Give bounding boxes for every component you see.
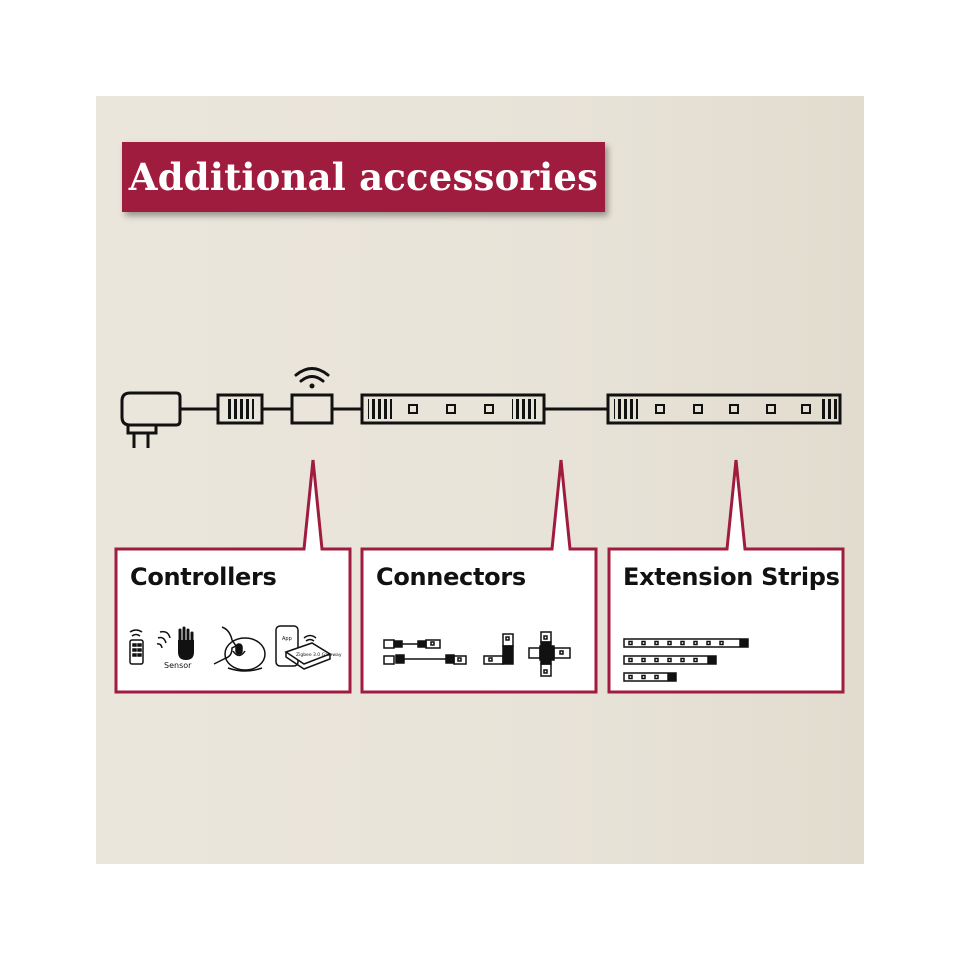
extension-strips-title: Extension Strips — [623, 563, 840, 591]
smartphone-icon: App — [275, 625, 299, 667]
card-connectors — [360, 459, 598, 694]
connectors-title: Connectors — [376, 563, 526, 591]
controller-box — [290, 393, 334, 425]
remote-icon — [129, 629, 144, 665]
card-controllers — [114, 459, 352, 694]
voice-icon — [213, 626, 266, 672]
wifi-icon — [294, 367, 330, 389]
page-title: Additional accessories — [122, 142, 605, 212]
controllers-title: Controllers — [130, 563, 277, 591]
sensor-label: Sensor — [164, 661, 192, 670]
connector-block — [216, 393, 264, 425]
connector-cable-icons — [383, 631, 571, 677]
extension-strips-icons — [623, 638, 749, 682]
hand-sensor-icon: Sensor — [156, 626, 194, 670]
card-extension-strips — [607, 459, 845, 694]
gateway-label: Zigbee 3.0 Gateway — [296, 652, 342, 658]
app-label: App — [282, 636, 292, 642]
gateway-icon: Zigbee 3.0 Gateway — [284, 634, 342, 670]
led-strip — [360, 393, 546, 425]
power-adapter-icon — [120, 391, 182, 448]
extension-strip — [606, 393, 842, 425]
